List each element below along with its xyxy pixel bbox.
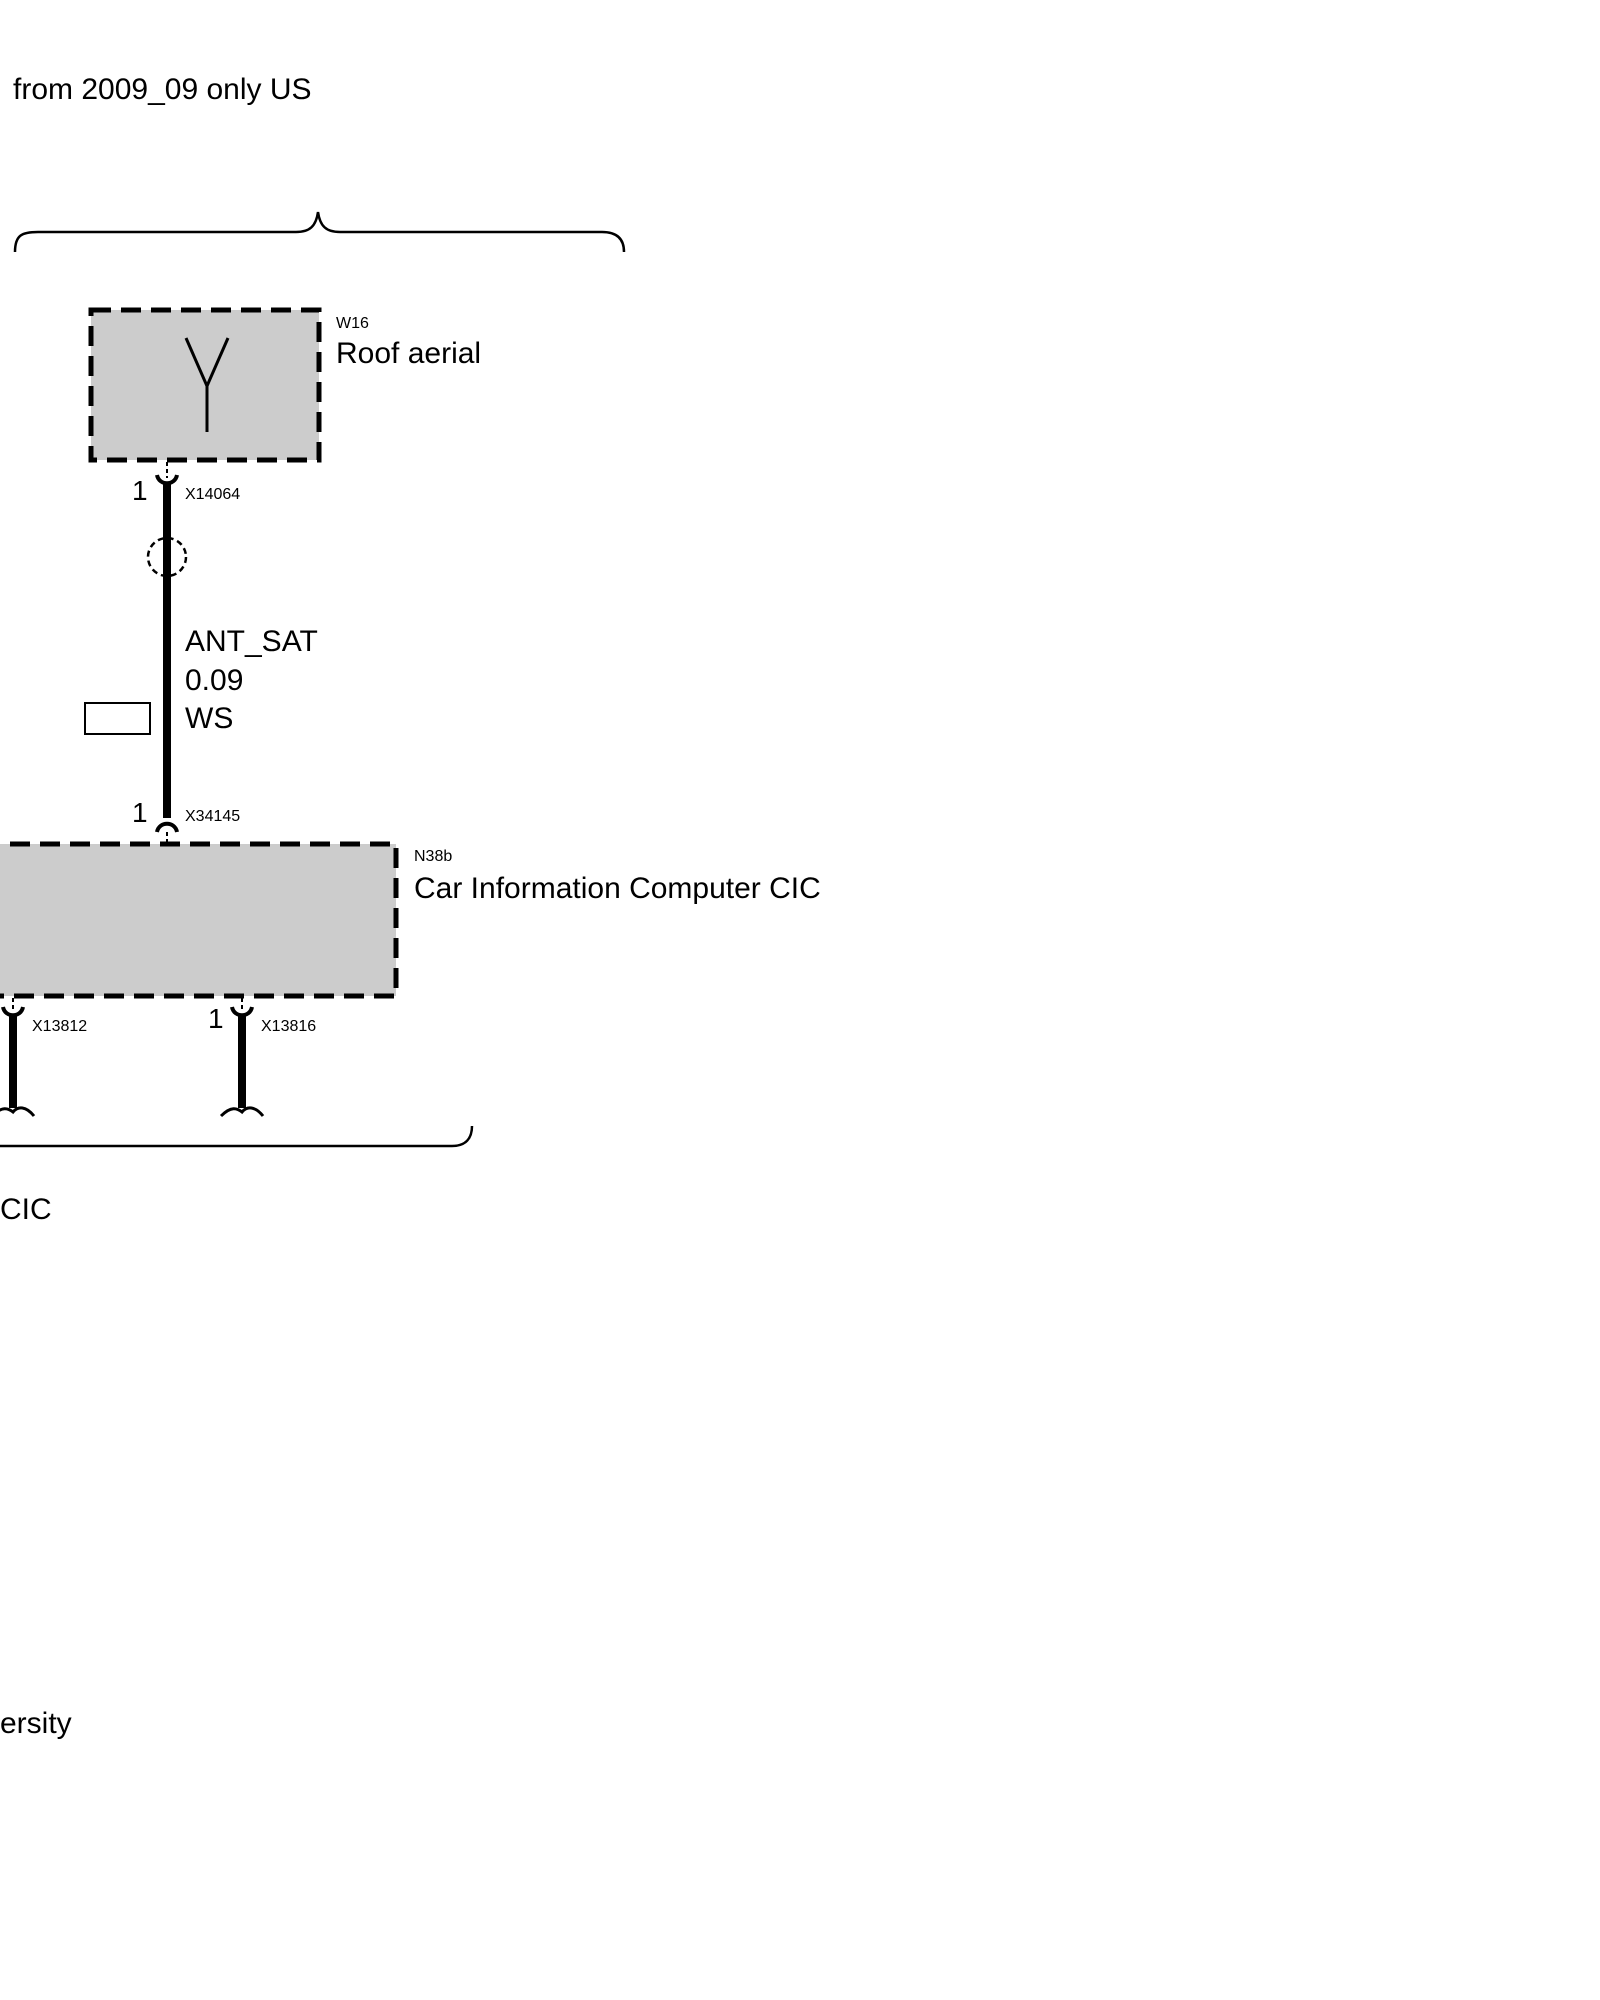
x13816-pin: 1 (208, 1003, 224, 1034)
x13816-wire-break-icon (219, 1106, 265, 1118)
roof-aerial-pin: 1 (132, 475, 148, 506)
roof-aerial-name: Roof aerial (336, 337, 481, 370)
group-label: CIC (0, 1193, 52, 1226)
cic-top-connector: X34145 (185, 808, 240, 825)
bottom-group-brace (0, 1125, 474, 1148)
cic-name: Car Information Computer CIC (414, 872, 821, 905)
top-group-brace (13, 211, 626, 253)
cic-top-pin: 1 (132, 797, 148, 828)
wire-colour: WS (185, 702, 233, 735)
shield-icon (146, 536, 188, 578)
roof-aerial-code: W16 (336, 315, 369, 332)
x13812-connector: X13812 (32, 1018, 87, 1035)
wire-signal: ANT_SAT (185, 625, 318, 658)
bottom-label: ersity (0, 1707, 72, 1740)
cic-box (0, 841, 399, 999)
x13816-connector: X13816 (261, 1018, 316, 1035)
cic-plug-icon (155, 821, 179, 833)
x13812-wire-break-icon (0, 1106, 36, 1117)
roof-aerial-connector: X14064 (185, 486, 240, 503)
wire-cross-section: 0.09 (185, 664, 243, 697)
antenna-icon (184, 337, 230, 432)
header-note: from 2009_09 only US (13, 73, 312, 106)
cic-code: N38b (414, 848, 452, 865)
wire-marker-box (84, 702, 151, 735)
